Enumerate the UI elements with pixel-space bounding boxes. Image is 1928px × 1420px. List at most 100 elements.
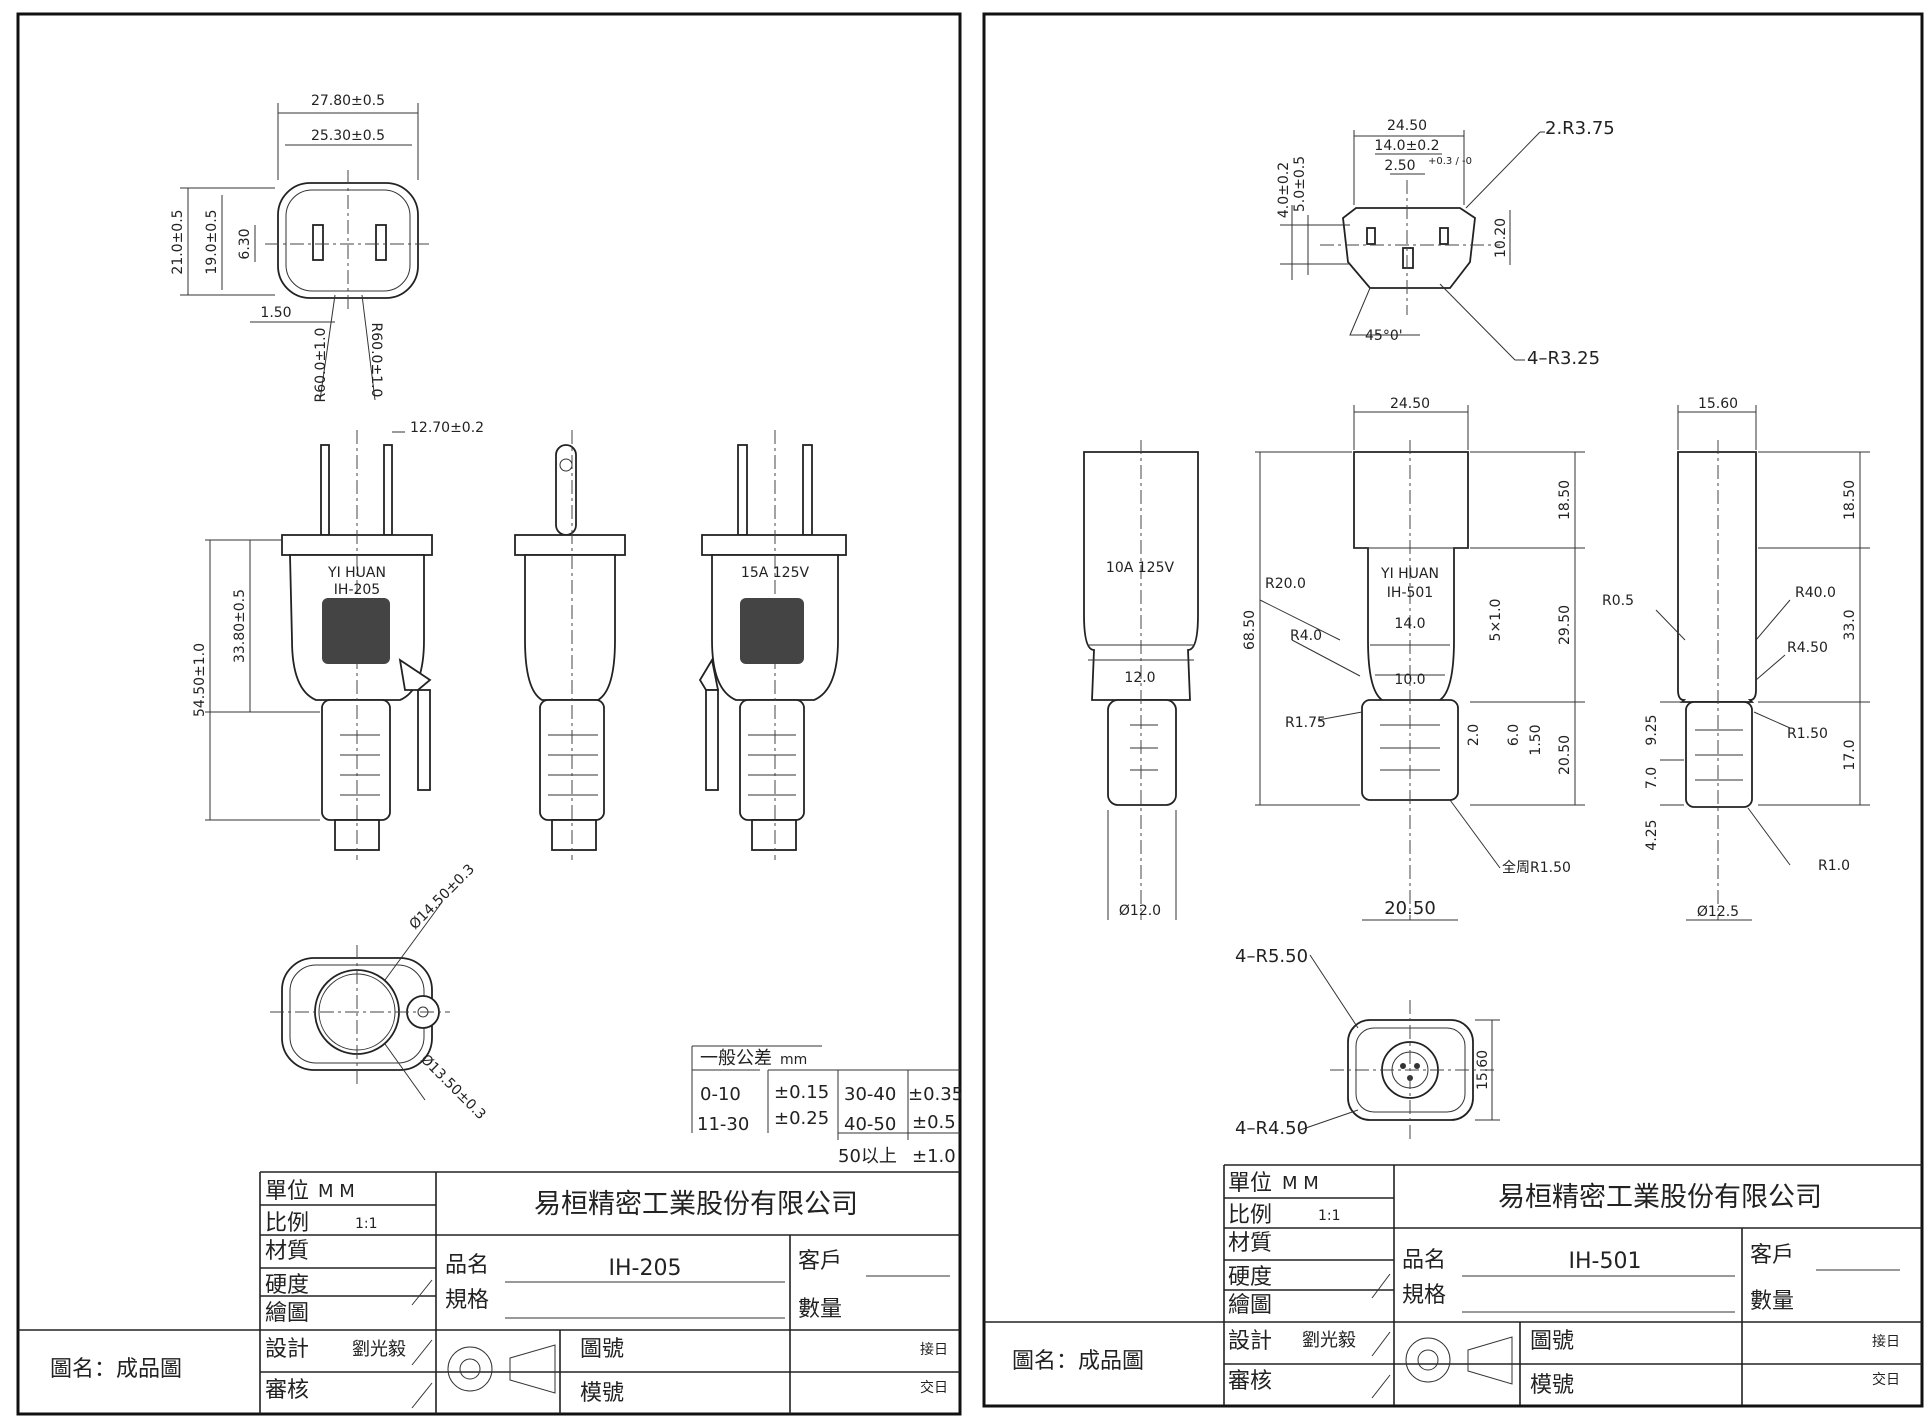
tol-value-4: ±0.5	[912, 1112, 956, 1133]
dim-4-r4-50: 4–R4.50	[1235, 1118, 1308, 1139]
dim-angle: 45°0'	[1365, 328, 1403, 344]
scale-label-right: 比例	[1228, 1203, 1272, 1228]
drawn-label-right: 繪圖	[1228, 1293, 1272, 1318]
grip-pad	[322, 598, 390, 664]
hardness-label-right: 硬度	[1228, 1265, 1272, 1290]
receive-label-right: 接日	[1872, 1333, 1900, 1350]
pin-left	[320, 444, 330, 536]
spec-label-right: 規格	[1402, 1283, 1446, 1308]
brand-label: YI HUAN	[327, 565, 386, 581]
design-label: 設計	[265, 1337, 309, 1362]
dim-17-0: 17.0	[1842, 739, 1858, 770]
tolerance-title: 一般公差	[700, 1048, 772, 1069]
spec-label: 規格	[445, 1288, 489, 1313]
unit-label: 單位	[265, 1179, 309, 1204]
design-label-right: 設計	[1228, 1329, 1272, 1354]
dim-dia-outer: Ø14.50±0.3	[407, 861, 478, 932]
product-value: IH-205	[609, 1256, 682, 1281]
left-plug-top-view: 27.80±0.5 25.30±0.5 21.0±0.5 19.0±0.5 6.…	[170, 93, 430, 402]
deliver-label-right: 交日	[1872, 1371, 1900, 1388]
tol-value-5: ±1.0	[912, 1146, 956, 1167]
right-connector-top-view: 24.50 14.0±0.2 2.50 +0.3 / -0 2.R3.75 4–…	[1276, 118, 1615, 369]
right-sheet: 24.50 14.0±0.2 2.50 +0.3 / -0 2.R3.75 4–…	[982, 12, 1924, 1408]
material-label-right: 材質	[1228, 1231, 1272, 1256]
pin-right	[383, 444, 393, 536]
scale-label: 比例	[265, 1211, 309, 1236]
tol-value-1: ±0.15	[774, 1082, 829, 1103]
company-name: 易桓精密工業股份有限公司	[534, 1189, 858, 1220]
designer-name-right: 劉光毅	[1302, 1330, 1356, 1351]
dim-18-50-side: 18.50	[1842, 480, 1858, 520]
product-label: 品名	[445, 1253, 489, 1278]
qty-label: 數量	[798, 1297, 842, 1322]
dim-r4: R4.0	[1290, 628, 1322, 644]
tol-range-5: 50以上	[838, 1146, 897, 1167]
dim-total-height: 54.50±1.0	[192, 643, 208, 717]
rating-label-right: 10A 125V	[1106, 560, 1175, 576]
dim-r0-5: R0.5	[1602, 593, 1634, 609]
check-label: 審核	[265, 1378, 309, 1403]
dim-10-20: 10.20	[1493, 218, 1509, 258]
dim-20-50-vertical: 20.50	[1557, 735, 1573, 775]
tolerance-table: 一般公差 mm 0-10 ±0.15 11-30 ±0.25 30-40 ±0.…	[691, 1045, 963, 1167]
dim-radius-corner: 2.R3.75	[1545, 118, 1615, 139]
dim-bottom-width: 20.50	[1384, 898, 1436, 919]
dim-1-50: 1.50	[1528, 724, 1544, 755]
dim-7-0: 7.0	[1644, 767, 1660, 789]
scale-value: 1:1	[355, 1216, 378, 1232]
tol-range-3: 30-40	[844, 1084, 896, 1105]
drawn-label: 繪圖	[265, 1301, 309, 1326]
material-label: 材質	[265, 1239, 309, 1264]
right-sheet-border	[982, 12, 1924, 1408]
tol-range-1: 0-10	[700, 1084, 741, 1105]
left-plug-side-view	[514, 430, 626, 860]
dim-top-width: 24.50	[1387, 118, 1427, 134]
dim-radius-4r: 4–R3.25	[1527, 348, 1600, 369]
dim-dia-12: Ø12.0	[1119, 903, 1161, 919]
drawing-name: 圖名：成品圖	[50, 1357, 182, 1382]
product-label-right: 品名	[1402, 1248, 1446, 1273]
scale-value-right: 1:1	[1318, 1208, 1341, 1224]
dim-10-0: 10.0	[1394, 672, 1425, 688]
check-label-right: 審核	[1228, 1369, 1272, 1394]
brand-label-right: YI HUAN	[1380, 566, 1439, 582]
dim-top-inner: 14.0±0.2	[1374, 138, 1439, 154]
dim-4-r5-50: 4–R5.50	[1235, 946, 1308, 967]
projection-symbol	[447, 1344, 556, 1394]
model-label: IH-205	[334, 582, 380, 598]
dim-blade-gap: 6.30	[237, 228, 253, 259]
right-connector-end-view: 4–R5.50 4–R4.50 15.60	[1235, 946, 1500, 1140]
tol-value-2: ±0.25	[774, 1108, 829, 1129]
dim-4-0: 4.0±0.2	[1276, 162, 1292, 218]
hardness-label: 硬度	[265, 1273, 309, 1298]
dim-full-radius: 全周R1.50	[1502, 859, 1571, 876]
dim-r1-50: R1.50	[1787, 726, 1828, 742]
dim-18-50-front: 18.50	[1557, 480, 1573, 520]
dim-width-inner: 25.30±0.5	[311, 128, 385, 144]
product-value-right: IH-501	[1569, 1249, 1642, 1274]
mold-no-label: 模號	[580, 1381, 624, 1406]
dim-pin-spacing: 12.70±0.2	[410, 420, 484, 436]
dim-body-height: 33.80±0.5	[232, 589, 248, 663]
right-connector-left-view: 10A 125V 12.0 Ø12.0	[1083, 440, 1199, 920]
dim-slot-tolerance: +0.3 / -0	[1428, 156, 1472, 167]
rating-label: 15A 125V	[741, 565, 810, 581]
unit-value: M M	[318, 1181, 355, 1202]
tol-range-4: 40-50	[844, 1114, 896, 1135]
left-title-block: 單位 M M 比例 1:1 材質 硬度 繪圖 設計 劉光毅 審核 易桓精密工業股…	[18, 1171, 960, 1414]
dim-9-25: 9.25	[1644, 714, 1660, 745]
receive-label: 接日	[920, 1341, 948, 1358]
designer-name: 劉光毅	[352, 1339, 406, 1360]
customer-label: 客戶	[798, 1249, 842, 1274]
dim-r1-0: R1.0	[1818, 858, 1850, 874]
dim-slot-width: 2.50	[1384, 158, 1415, 174]
left-sheet: 27.80±0.5 25.30±0.5 21.0±0.5 19.0±0.5 6.…	[16, 12, 963, 1416]
dim-height-inner: 19.0±0.5	[204, 209, 220, 274]
dim-height-outer: 21.0±0.5	[170, 209, 186, 274]
strain-relief	[321, 699, 391, 821]
dim-r1-75: R1.75	[1285, 715, 1326, 731]
drawing-no-label: 圖號	[580, 1337, 624, 1362]
dim-2-0: 2.0	[1466, 724, 1482, 746]
dim-r40: R40.0	[1795, 585, 1836, 601]
